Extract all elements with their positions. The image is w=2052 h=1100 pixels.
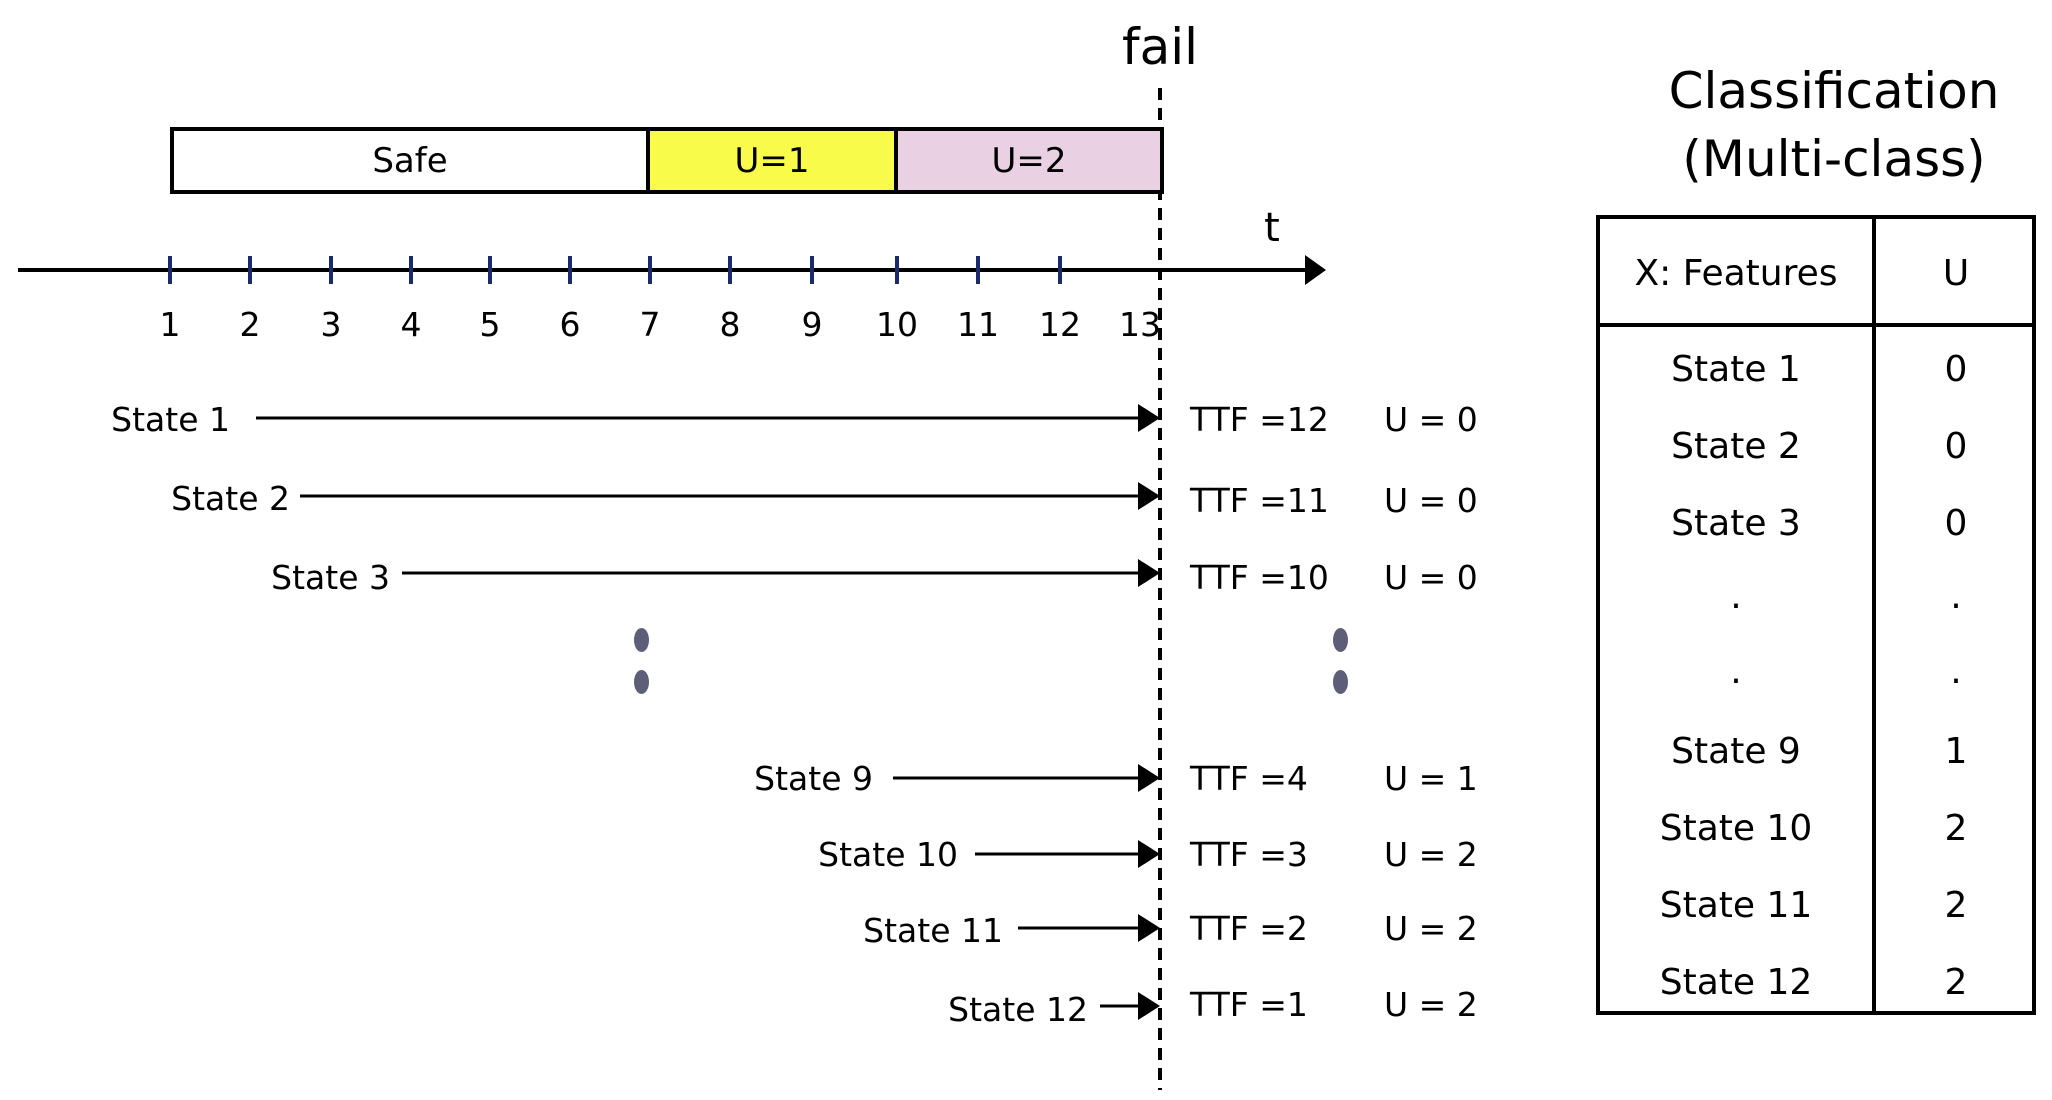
- table-column-divider: [1872, 219, 1876, 1011]
- state-arrowhead: [1138, 840, 1160, 868]
- u-value: U = 0: [1384, 481, 1478, 520]
- state-label: State 2: [171, 479, 290, 518]
- u-value: U = 2: [1384, 909, 1478, 948]
- segment-safe-label: Safe: [372, 140, 448, 181]
- table-cell-feature: State 10: [1659, 808, 1813, 849]
- tick-marks: [168, 256, 1062, 284]
- u-value: U = 2: [1384, 985, 1478, 1024]
- tick-label: 6: [559, 305, 581, 344]
- table-cell-u: 2: [1944, 808, 1968, 849]
- state-label: State 9: [754, 759, 873, 798]
- tick-label: 3: [320, 305, 342, 344]
- table-cell-feature: State 2: [1671, 426, 1801, 467]
- tick-label: 9: [801, 305, 823, 344]
- table-cell-u: 0: [1944, 426, 1968, 467]
- table-cell-feature: State 11: [1659, 885, 1813, 926]
- table-header-features: X: Features: [1634, 253, 1838, 294]
- segment-safe: Safe: [170, 127, 650, 194]
- ttf-value: TTF =4: [1190, 759, 1308, 798]
- fail-label: fail: [1121, 18, 1199, 76]
- table-cell-u: 0: [1944, 349, 1968, 390]
- table-cell-feature: State 3: [1671, 503, 1801, 544]
- state-label: State 12: [948, 990, 1088, 1029]
- table-cell-u: 2: [1944, 962, 1968, 1003]
- state-arrowhead: [1138, 482, 1160, 510]
- time-axis-label: t: [1264, 205, 1280, 251]
- state-label: State 11: [863, 911, 1003, 950]
- state-arrowhead: [1138, 404, 1160, 432]
- state-arrowhead: [1138, 764, 1160, 792]
- state-arrowhead: [1138, 992, 1160, 1020]
- u-value: U = 2: [1384, 835, 1478, 874]
- segment-u2: U=2: [894, 127, 1164, 194]
- state-label: State 10: [818, 835, 958, 874]
- tick-label: 10: [876, 305, 918, 344]
- ellipsis-dot: [1333, 670, 1348, 694]
- table-cell-u: .: [1950, 576, 1962, 617]
- u-value: U = 1: [1384, 759, 1478, 798]
- classification-title-line2: (Multi-class): [1682, 129, 1986, 188]
- tick-label: 2: [239, 305, 261, 344]
- table-header-divider: [1600, 323, 2032, 327]
- table-cell-feature: State 12: [1659, 962, 1813, 1003]
- table-cell-feature: State 1: [1671, 349, 1801, 390]
- segment-u2-label: U=2: [991, 140, 1067, 181]
- u-value: U = 0: [1384, 400, 1478, 439]
- ellipsis-dot: [634, 670, 649, 694]
- state-arrows: [256, 404, 1160, 1020]
- tick-label: 5: [479, 305, 501, 344]
- table-header-u: U: [1942, 253, 1970, 294]
- classification-title: Classification (Multi-class): [1669, 58, 2000, 193]
- time-axis-arrowhead: [1305, 255, 1326, 285]
- ttf-value: TTF =1: [1190, 985, 1308, 1024]
- ttf-value: TTF =3: [1190, 835, 1308, 874]
- ttf-value: TTF =12: [1190, 400, 1329, 439]
- tick-label: 11: [957, 305, 999, 344]
- ttf-value: TTF =10: [1190, 558, 1329, 597]
- table-cell-u: .: [1950, 651, 1962, 692]
- classification-table: X: Features U State 1 0 State 2 0 State …: [1596, 215, 2036, 1015]
- table-cell-u: 0: [1944, 503, 1968, 544]
- tick-label: 4: [400, 305, 422, 344]
- tick-label: 1: [159, 305, 181, 344]
- tick-label: 7: [639, 305, 661, 344]
- ellipsis-dot: [1333, 628, 1348, 652]
- state-label: State 3: [271, 558, 390, 597]
- segment-u1-label: U=1: [734, 140, 810, 181]
- classification-title-line1: Classification: [1668, 62, 2000, 120]
- u-value: U = 0: [1384, 558, 1478, 597]
- state-arrowhead: [1138, 914, 1160, 942]
- table-cell-feature: .: [1730, 651, 1742, 692]
- state-arrowhead: [1138, 559, 1160, 587]
- ellipsis-dot: [634, 628, 649, 652]
- table-cell-feature: .: [1730, 576, 1742, 617]
- table-cell-feature: State 9: [1671, 731, 1801, 772]
- ttf-value: TTF =2: [1190, 909, 1308, 948]
- state-label: State 1: [111, 400, 230, 439]
- table-cell-u: 2: [1944, 885, 1968, 926]
- table-cell-u: 1: [1944, 731, 1968, 772]
- ttf-value: TTF =11: [1190, 481, 1329, 520]
- segment-u1: U=1: [646, 127, 898, 194]
- tick-label: 13: [1119, 305, 1161, 344]
- tick-label: 12: [1039, 305, 1081, 344]
- tick-label: 8: [719, 305, 741, 344]
